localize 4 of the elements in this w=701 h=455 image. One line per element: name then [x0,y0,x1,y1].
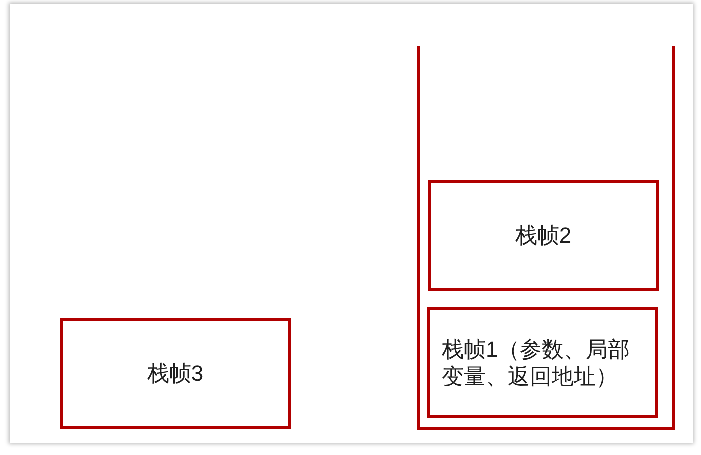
stack-frame-box: 栈帧3 [60,318,291,429]
stack-container [417,46,675,430]
stack-frame-box: 栈帧1（参数、局部变量、返回地址） [427,307,658,418]
stack-frame-box: 栈帧2 [428,180,659,291]
